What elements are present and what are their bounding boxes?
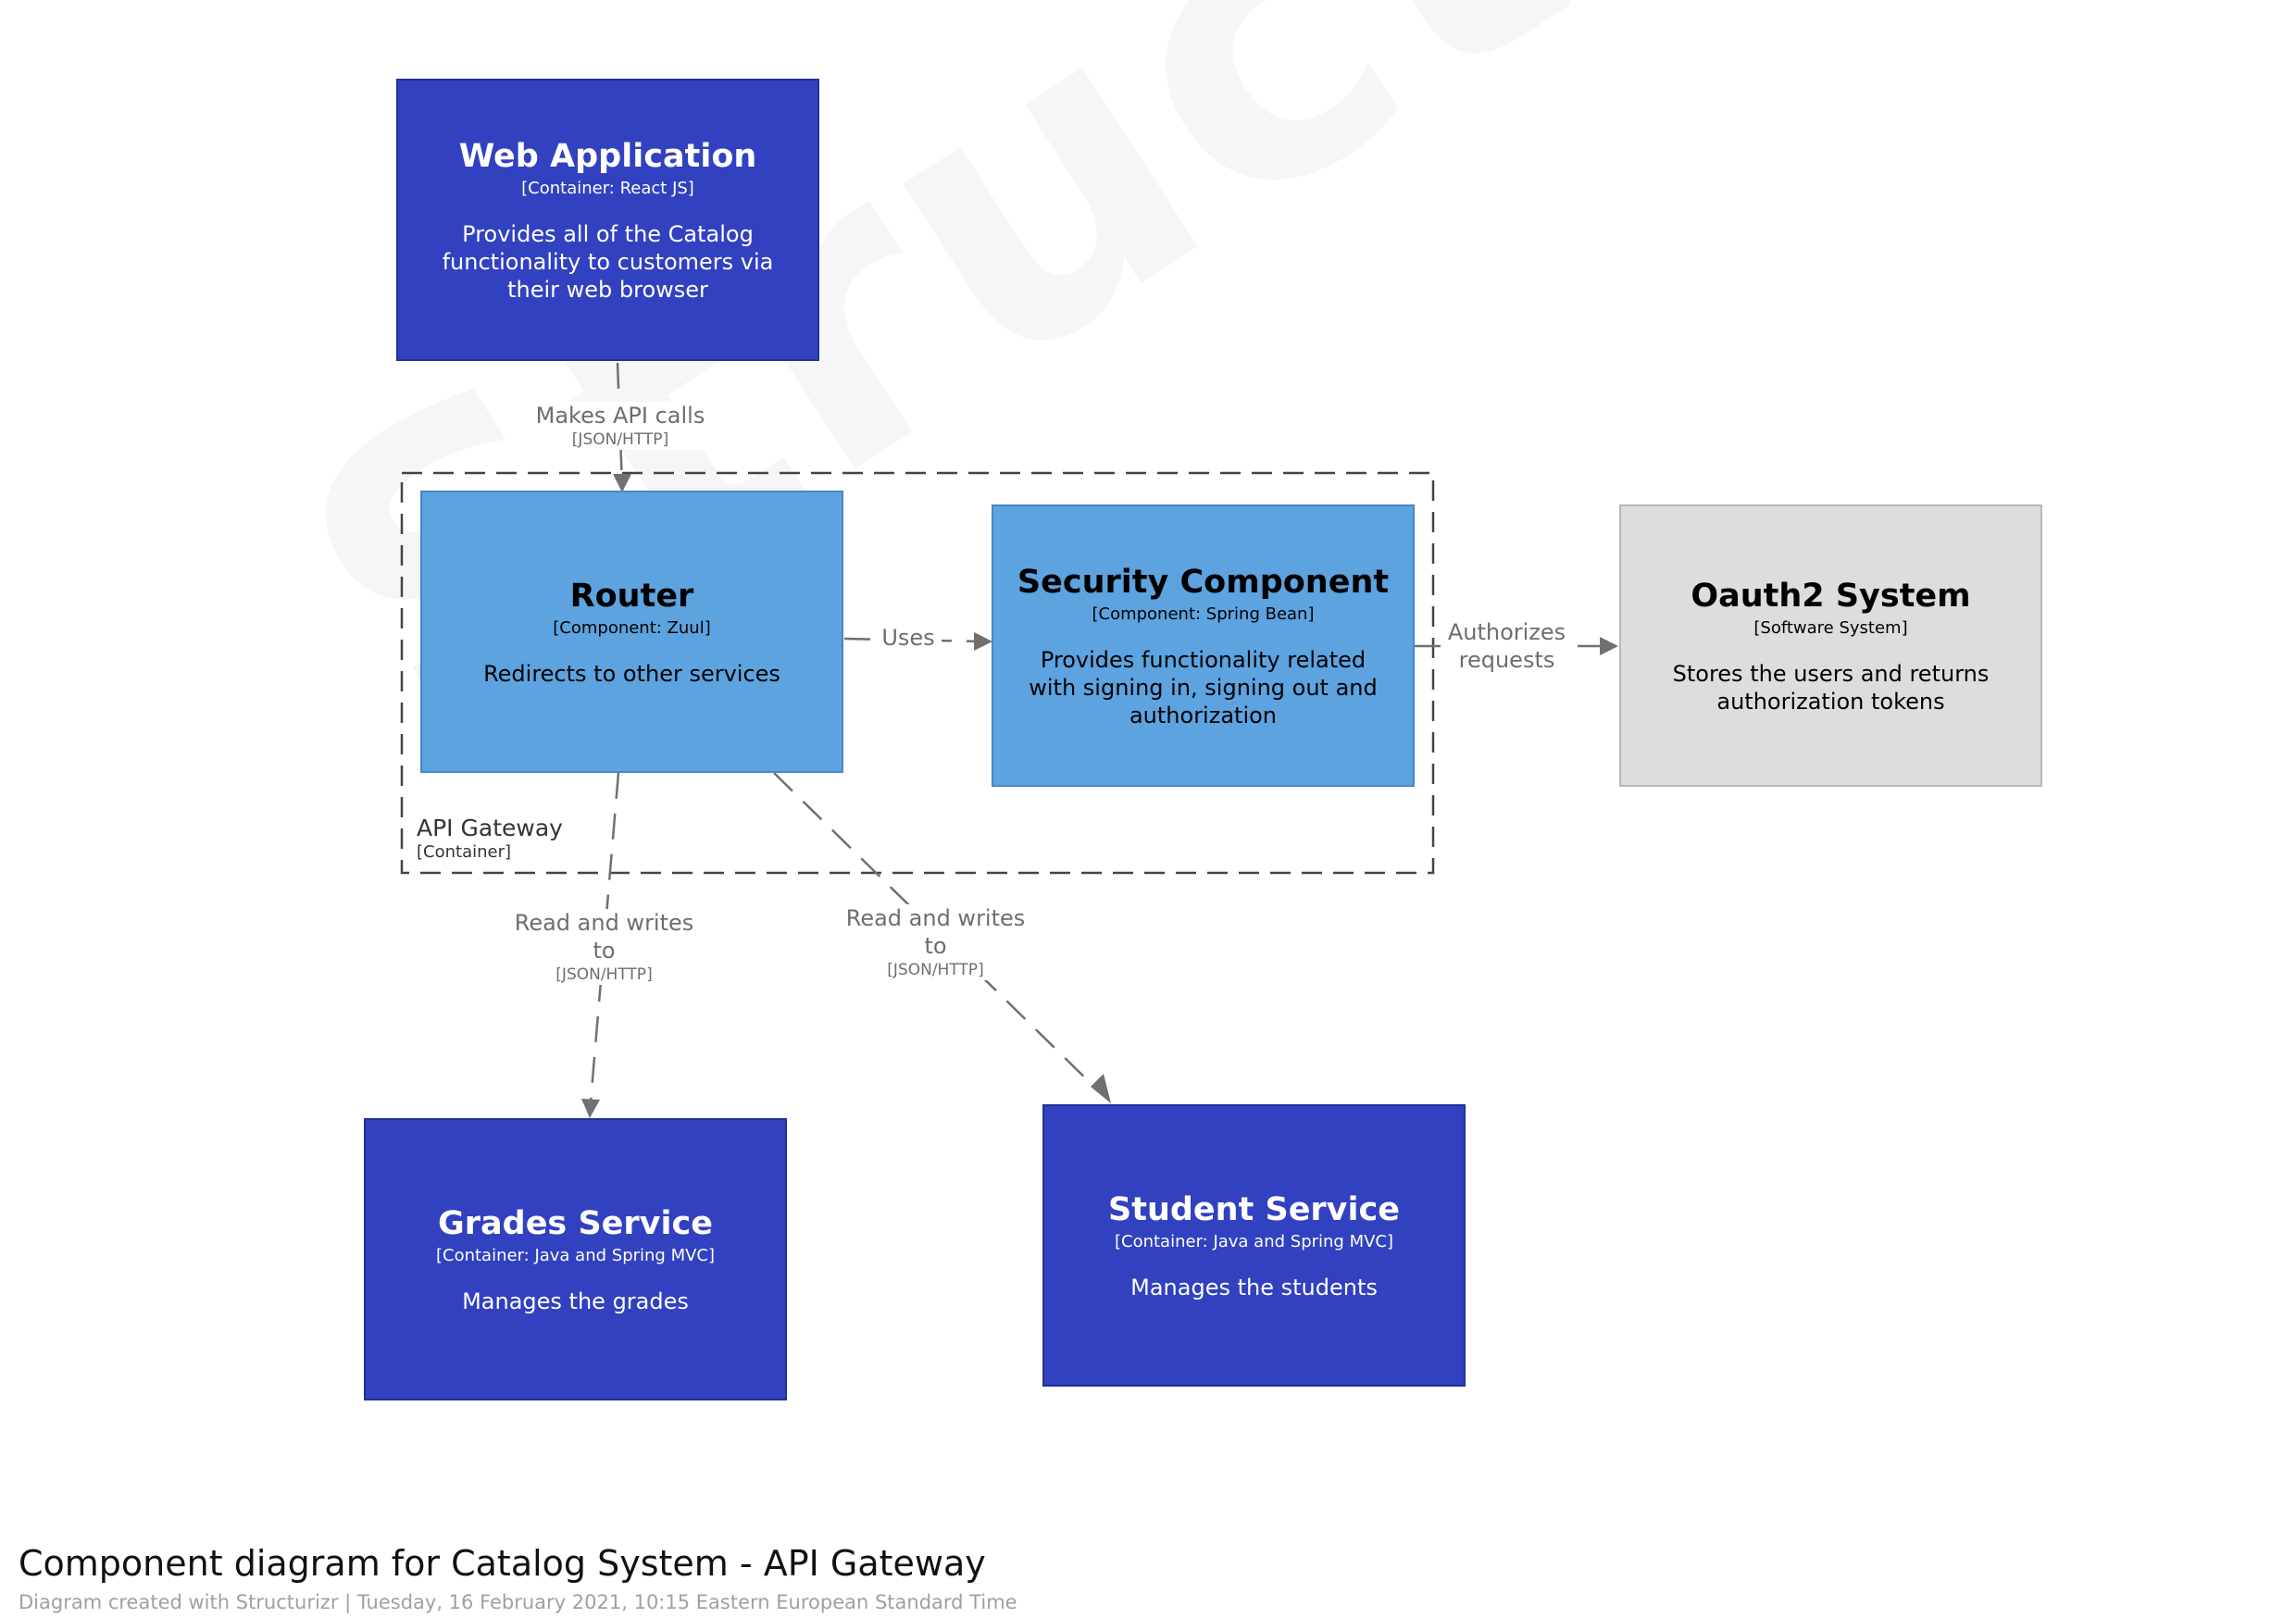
grades-service-tech: [Container: Java and Spring MVC] (435, 1245, 716, 1265)
router-box[interactable]: Router [Component: Zuul] Redirects to ot… (420, 491, 843, 773)
security-component-title: Security Component (1017, 563, 1390, 601)
rel-tech-student-read-writes: [JSON/HTTP] (887, 961, 984, 979)
rel-desc-uses: Uses (881, 625, 935, 651)
grades-service-description: Manages the grades (462, 1288, 689, 1314)
rel-desc-student-read-writes: Read and writes to (845, 905, 1026, 959)
api-gateway-boundary (400, 471, 1435, 875)
student-service-box[interactable]: Student Service [Container: Java and Spr… (1042, 1104, 1466, 1387)
security-component-description: Provides functionality related with sign… (1029, 646, 1378, 728)
rel-desc-grades-read-writes: Read and writes to (514, 910, 694, 964)
rel-desc-makes-api-calls: Makes API calls (535, 403, 705, 429)
router-title: Router (569, 577, 694, 615)
oauth2-system-tech: [Software System] (1753, 617, 1908, 638)
rel-label-student-read-writes: Read and writes to [JSON/HTTP] (845, 904, 1026, 980)
rel-label-authorizes-requests: Authorizes requests (1444, 618, 1569, 674)
student-service-description: Manages the students (1130, 1274, 1378, 1301)
arrow-router-security (843, 637, 982, 643)
oauth2-system-description: Stores the users and returns authorizati… (1672, 660, 1990, 715)
boundary-type: [Container] (417, 842, 512, 862)
rel-tech-grades-read-writes: [JSON/HTTP] (555, 965, 653, 984)
student-service-title: Student Service (1108, 1190, 1400, 1228)
rel-label-makes-api-calls: Makes API calls [JSON/HTTP] (518, 402, 722, 450)
rel-label-grades-read-writes: Read and writes to [JSON/HTTP] (514, 909, 694, 985)
security-component-box[interactable]: Security Component [Component: Spring Be… (992, 504, 1415, 787)
oauth2-system-title: Oauth2 System (1691, 577, 1971, 615)
arrowhead-webapp-router (613, 474, 631, 492)
grades-service-title: Grades Service (438, 1204, 713, 1242)
api-gateway-boundary-label: API Gateway [Container] (417, 815, 563, 863)
diagram-metadata: Diagram created with Structurizr | Tuesd… (19, 1591, 1017, 1613)
grades-service-box[interactable]: Grades Service [Container: Java and Spri… (364, 1118, 787, 1400)
web-application-box[interactable]: Web Application [Container: React JS] Pr… (396, 79, 819, 361)
rel-tech-makes-api-calls: [JSON/HTTP] (571, 430, 669, 449)
security-component-tech: [Component: Spring Bean] (1092, 604, 1315, 624)
web-application-description: Provides all of the Catalog functionalit… (442, 220, 774, 303)
rel-label-uses: Uses (875, 624, 942, 652)
rel-desc-authorizes-requests: Authorizes requests (1447, 619, 1566, 673)
arrowhead-security-oauth (1600, 637, 1618, 655)
arrowhead-router-security (974, 632, 992, 651)
web-application-title: Web Application (458, 137, 757, 175)
web-application-tech: [Container: React JS] (521, 178, 694, 198)
arrowhead-router-grades (581, 1099, 600, 1118)
oauth2-system-box[interactable]: Oauth2 System [Software System] Stores t… (1619, 504, 2042, 787)
student-service-tech: [Container: Java and Spring MVC] (1114, 1231, 1394, 1251)
router-description: Redirects to other services (483, 660, 780, 687)
diagram-title: Component diagram for Catalog System - A… (19, 1543, 986, 1584)
boundary-name: API Gateway (417, 815, 563, 841)
arrowhead-router-student (1091, 1074, 1111, 1103)
router-tech: [Component: Zuul] (553, 617, 711, 638)
